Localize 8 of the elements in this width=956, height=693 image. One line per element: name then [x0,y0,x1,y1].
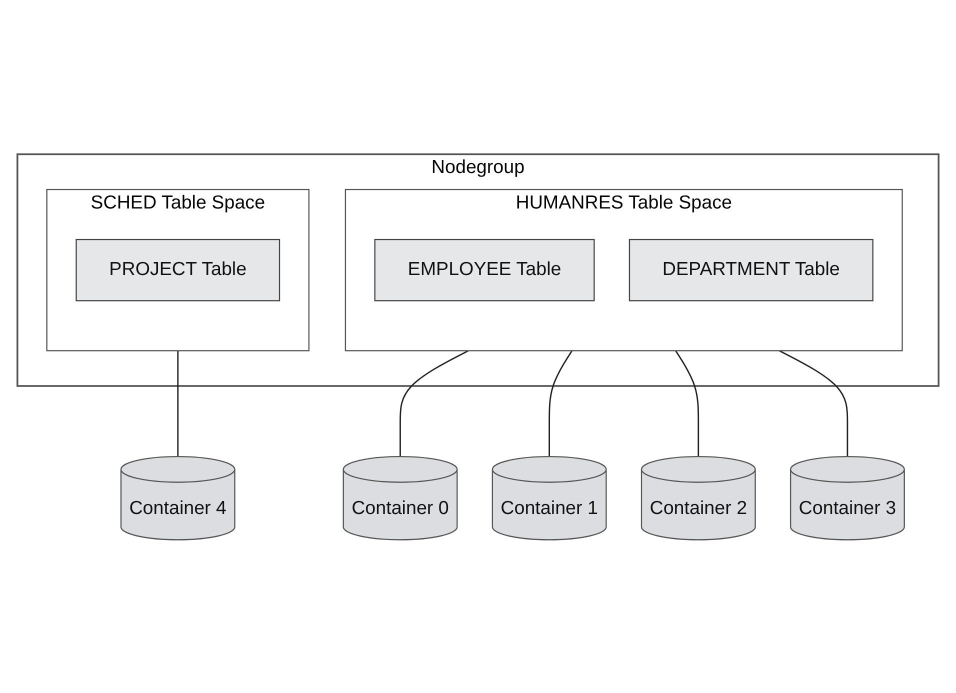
connector [177,350,179,456]
node-box: EMPLOYEE Table [374,238,595,301]
connector [779,350,848,456]
connector [675,350,700,456]
connector [400,350,469,456]
connector [548,350,573,456]
node-box: PROJECT Table [76,238,280,301]
node-box: DEPARTMENT Table [628,238,874,301]
